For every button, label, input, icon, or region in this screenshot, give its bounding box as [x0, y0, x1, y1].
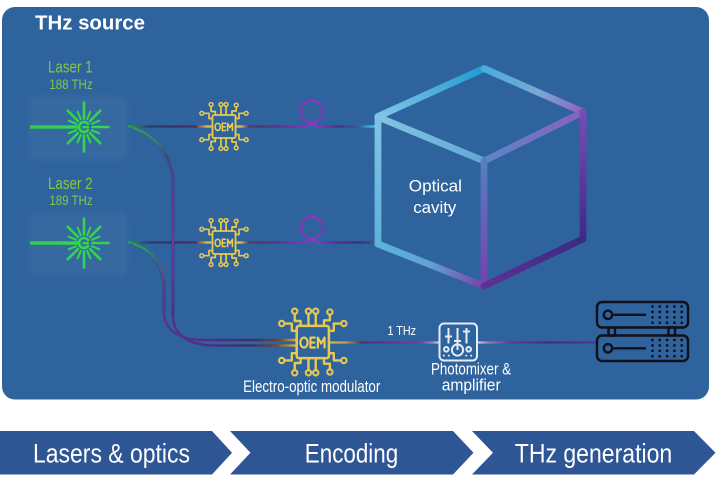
svg-text:189 THz: 189 THz	[49, 193, 92, 208]
svg-text:cavity: cavity	[413, 198, 457, 217]
svg-text:Encoding: Encoding	[305, 439, 398, 469]
svg-text:amplifier: amplifier	[442, 377, 501, 395]
svg-text:Lasers & optics: Lasers & optics	[33, 439, 190, 469]
svg-text:Photomixer &: Photomixer &	[431, 361, 511, 379]
svg-text:Laser 1: Laser 1	[48, 59, 93, 77]
svg-text:1 THz: 1 THz	[388, 323, 417, 338]
svg-text:THz source: THz source	[35, 13, 145, 35]
svg-text:Laser 2: Laser 2	[48, 175, 93, 193]
svg-text:188 THz: 188 THz	[49, 77, 92, 92]
svg-text:THz generation: THz generation	[515, 439, 673, 469]
svg-text:Optical: Optical	[409, 176, 462, 195]
svg-text:Electro-optic modulator: Electro-optic modulator	[243, 378, 381, 396]
